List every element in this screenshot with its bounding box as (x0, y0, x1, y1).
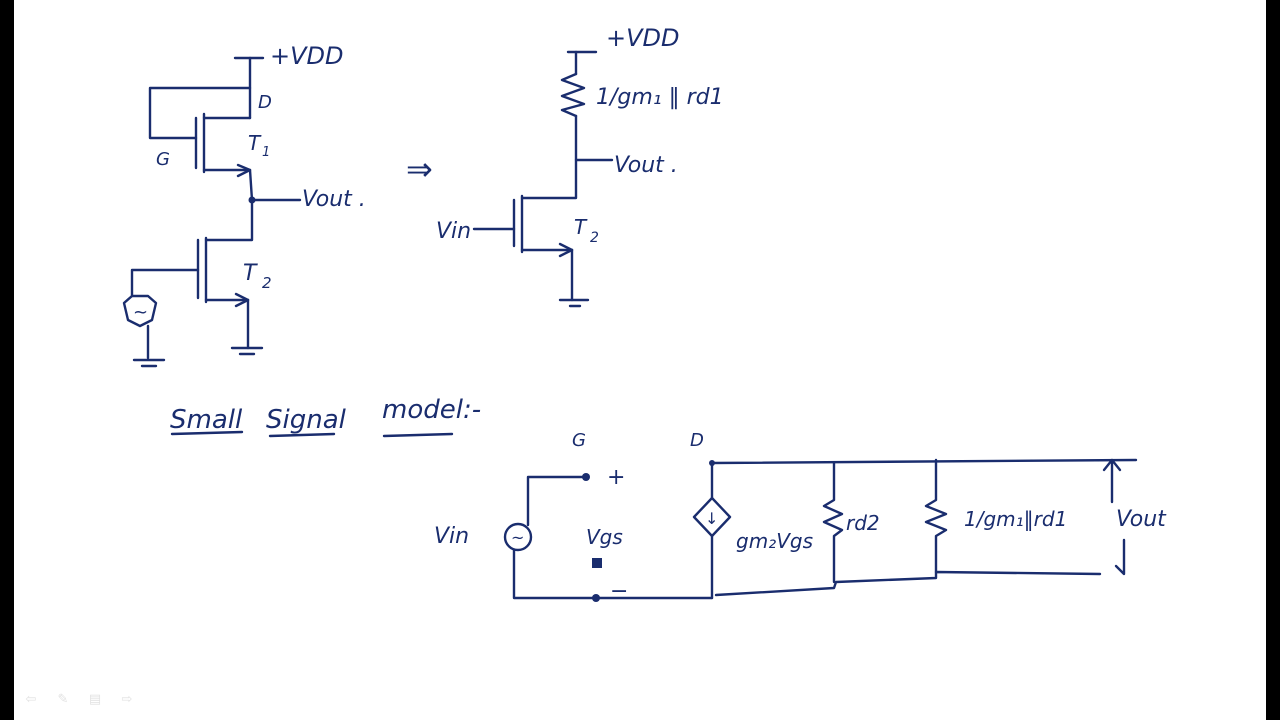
ac-source-1-icon: ~ (133, 302, 148, 323)
vout-model-label: Vout (1116, 507, 1167, 532)
gate-label: G (156, 149, 170, 170)
heading-word-model: model:- (382, 395, 481, 425)
pen-icon[interactable]: ✎ (57, 692, 69, 707)
circuit-2: +VDD 1/gm₁ ‖ rd1 Vout . Vin T 2 (436, 24, 724, 308)
load-label: 1/gm₁ ‖ rd1 (596, 85, 724, 110)
next-arrow-icon[interactable]: ⇨ (121, 692, 133, 707)
drain-node-label: D (690, 430, 704, 451)
previous-arrow-icon[interactable]: ⇦ (25, 692, 37, 707)
heading-word-small: Small (170, 405, 243, 435)
vgs-marker (592, 558, 602, 568)
t2-label-2: T (574, 215, 588, 239)
load-model-label: 1/gm₁‖rd1 (964, 507, 1067, 531)
vdd-label-2: +VDD (606, 24, 680, 52)
small-signal-model: G D + − ~ Vin Vgs ↓ gm₂Vgs rd2 1/gm₁‖rd1… (434, 430, 1167, 604)
vin-model-label: Vin (434, 524, 469, 549)
t1-subscript: 1 (262, 145, 270, 160)
t2-subscript-2: 2 (590, 230, 599, 246)
vin-label: Vin (436, 219, 471, 244)
presentation-toolbar: ⇦ ✎ ▤ ⇨ (22, 690, 136, 710)
dependent-source-arrow: ↓ (705, 509, 718, 528)
small-signal-heading: Small Signal model:- (170, 395, 481, 438)
whiteboard: +VDD D G T 1 Vout . T 2 ~ ⇒ +VDD 1/gm₁ ‖… (14, 0, 1266, 720)
vout-label-2: Vout . (614, 153, 678, 178)
drain-label: D (258, 92, 272, 113)
t1-label: T (248, 131, 262, 155)
menu-icon[interactable]: ▤ (88, 692, 102, 707)
rd2-label: rd2 (846, 511, 880, 535)
circuit-1: +VDD D G T 1 Vout . T 2 ~ (122, 42, 366, 368)
vgs-plus: + (607, 465, 625, 490)
gate-node-label: G (572, 430, 586, 451)
equivalence-arrow: ⇒ (406, 150, 433, 188)
vgs-label: Vgs (586, 525, 623, 549)
gm2vgs-label: gm₂Vgs (736, 529, 813, 553)
t2-subscript: 2 (262, 274, 272, 292)
heading-word-signal: Signal (266, 405, 347, 435)
vdd-label: +VDD (270, 42, 344, 70)
t2-label: T (243, 261, 258, 286)
vgs-minus: − (610, 579, 628, 604)
ac-source-2-icon: ~ (511, 528, 524, 547)
circuit-sketch: +VDD D G T 1 Vout . T 2 ~ ⇒ +VDD 1/gm₁ ‖… (122, 24, 1167, 604)
vout-label: Vout . (302, 187, 366, 212)
